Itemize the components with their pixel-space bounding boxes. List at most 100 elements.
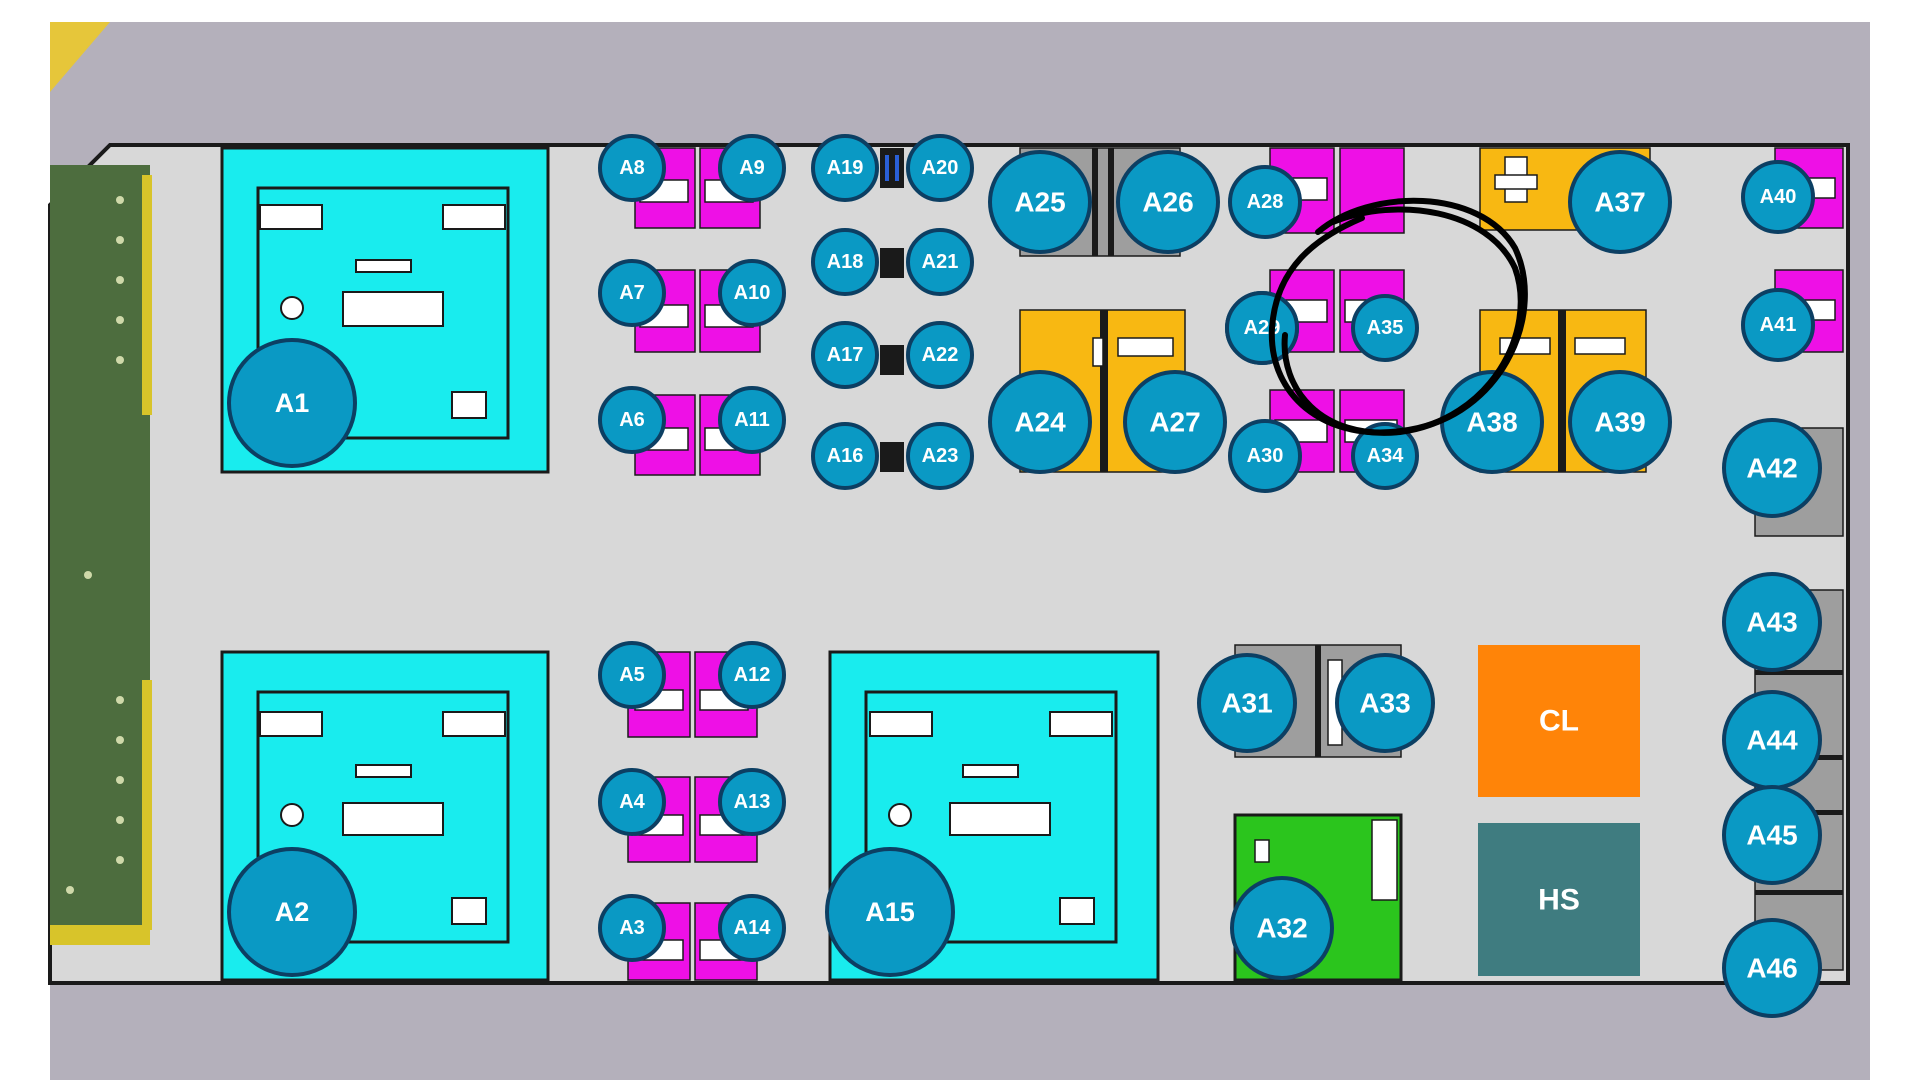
marker-a16[interactable]: A16 [811,422,879,490]
marker-a32[interactable]: A32 [1230,876,1334,980]
marker-a33-label: A33 [1359,688,1410,719]
marker-a24-circle [988,370,1092,474]
marker-a20[interactable]: A20 [906,134,974,202]
hs-room[interactable]: HS [1478,823,1640,976]
marker-a43[interactable]: A43 [1722,572,1822,672]
marker-a6[interactable]: A6 [598,386,666,454]
marker-a31[interactable]: A31 [1197,653,1297,753]
marker-a37[interactable]: A37 [1568,150,1672,254]
marker-a46[interactable]: A46 [1722,918,1822,1018]
marker-a34[interactable]: A34 [1351,422,1419,490]
marker-a19[interactable]: A19 [811,134,879,202]
marker-a30-label: A30 [1247,445,1284,467]
marker-a30-circle [1228,419,1302,493]
dark-stations [880,148,904,472]
marker-layer: AA1A2A3A4A5A6A7A8A9A10A11A12A13A14A15A16… [227,134,1822,1018]
marker-a39-circle [1568,370,1672,474]
marker-a18-circle [811,228,879,296]
marker-a3[interactable]: A3 [598,894,666,962]
marker-a42[interactable]: A42 [1722,418,1822,518]
marker-a14-label: A14 [734,917,772,939]
marker-a23-circle [906,422,974,490]
marker-a38-label: A38 [1466,407,1517,438]
marker-a17[interactable]: A17 [811,321,879,389]
marker-a27[interactable]: A27 [1123,370,1227,474]
marker-a8-circle [598,134,666,202]
marker-a9[interactable]: A9 [718,134,786,202]
marker-a42-label: A42 [1746,453,1797,484]
marker-a39-label: A39 [1594,407,1645,438]
marker-a39[interactable]: A39 [1568,370,1672,474]
marker-a15-circle [825,847,955,977]
marker-a6-circle [598,386,666,454]
marker-a1-circle [227,338,357,468]
marker-a40-circle [1741,160,1815,234]
marker-a1-label: A1 [275,388,310,418]
marker-a44[interactable]: A44 [1722,690,1822,790]
marker-a30[interactable]: A30 [1228,419,1302,493]
annotation-circle [1268,197,1528,436]
marker-a43-label: A43 [1746,607,1797,638]
marker-a19-circle [811,134,879,202]
marker-a11-label: A11 [734,409,770,431]
marker-a15-label: A15 [865,897,915,927]
marker-a20-circle [906,134,974,202]
marker-a40[interactable]: A40 [1741,160,1815,234]
marker-a27-circle [1123,370,1227,474]
marker-a24[interactable]: A24 [988,370,1092,474]
marker-a12[interactable]: A12 [718,641,786,709]
marker-a25[interactable]: A25 [988,150,1092,254]
marker-a45[interactable]: A45 [1722,785,1822,885]
marker-a22-label: A22 [922,344,959,366]
marker-a12-circle [718,641,786,709]
marker-a40-label: A40 [1760,186,1797,208]
left-strip [50,165,152,945]
marker-a23[interactable]: A23 [906,422,974,490]
marker-a43-circle [1722,572,1822,672]
marker-a23-label: A23 [922,445,959,467]
marker-a35-circle [1351,294,1419,362]
marker-a8[interactable]: A8 [598,134,666,202]
marker-a18-label: A18 [827,251,864,273]
marker-a11[interactable]: A11 [718,386,786,454]
marker-a13-label: A13 [734,791,771,813]
marker-a5[interactable]: A5 [598,641,666,709]
marker-a26-circle [1116,150,1220,254]
marker-a45-circle [1722,785,1822,885]
marker-a38[interactable]: A38 [1440,370,1544,474]
marker-a2[interactable]: A2 [227,847,357,977]
marker-a46-label: A46 [1746,953,1797,984]
marker-a11-circle [718,386,786,454]
marker-a15[interactable]: A15 [825,847,955,977]
marker-a18[interactable]: A18 [811,228,879,296]
marker-a8-label: A8 [619,157,645,179]
marker-a28-circle [1228,165,1302,239]
marker-a10-circle [718,259,786,327]
marker-a41[interactable]: A41 [1741,288,1815,362]
marker-a7[interactable]: A7 [598,259,666,327]
marker-a14[interactable]: A14 [718,894,786,962]
marker-a22-circle [906,321,974,389]
marker-a10[interactable]: A10 [718,259,786,327]
marker-a19-label: A19 [827,157,864,179]
marker-a17-label: A17 [827,344,864,366]
marker-a26[interactable]: A26 [1116,150,1220,254]
marker-a21[interactable]: A21 [906,228,974,296]
marker-a33[interactable]: A33 [1335,653,1435,753]
marker-a41-circle [1741,288,1815,362]
marker-a44-label: A44 [1746,725,1798,756]
marker-a9-circle [718,134,786,202]
marker-a4[interactable]: A4 [598,768,666,836]
marker-a22[interactable]: A22 [906,321,974,389]
cl-room[interactable]: CL [1478,645,1640,797]
marker-a37-circle [1568,150,1672,254]
marker-a28-label: A28 [1247,191,1284,213]
marker-a13[interactable]: A13 [718,768,786,836]
corner-trim [50,22,110,92]
marker-a28[interactable]: A28 [1228,165,1302,239]
marker-a35[interactable]: A35 [1351,294,1419,362]
marker-a16-label: A16 [827,445,864,467]
marker-a3-label: A3 [619,917,645,939]
marker-a1[interactable]: A1 [227,338,357,468]
marker-a3-circle [598,894,666,962]
